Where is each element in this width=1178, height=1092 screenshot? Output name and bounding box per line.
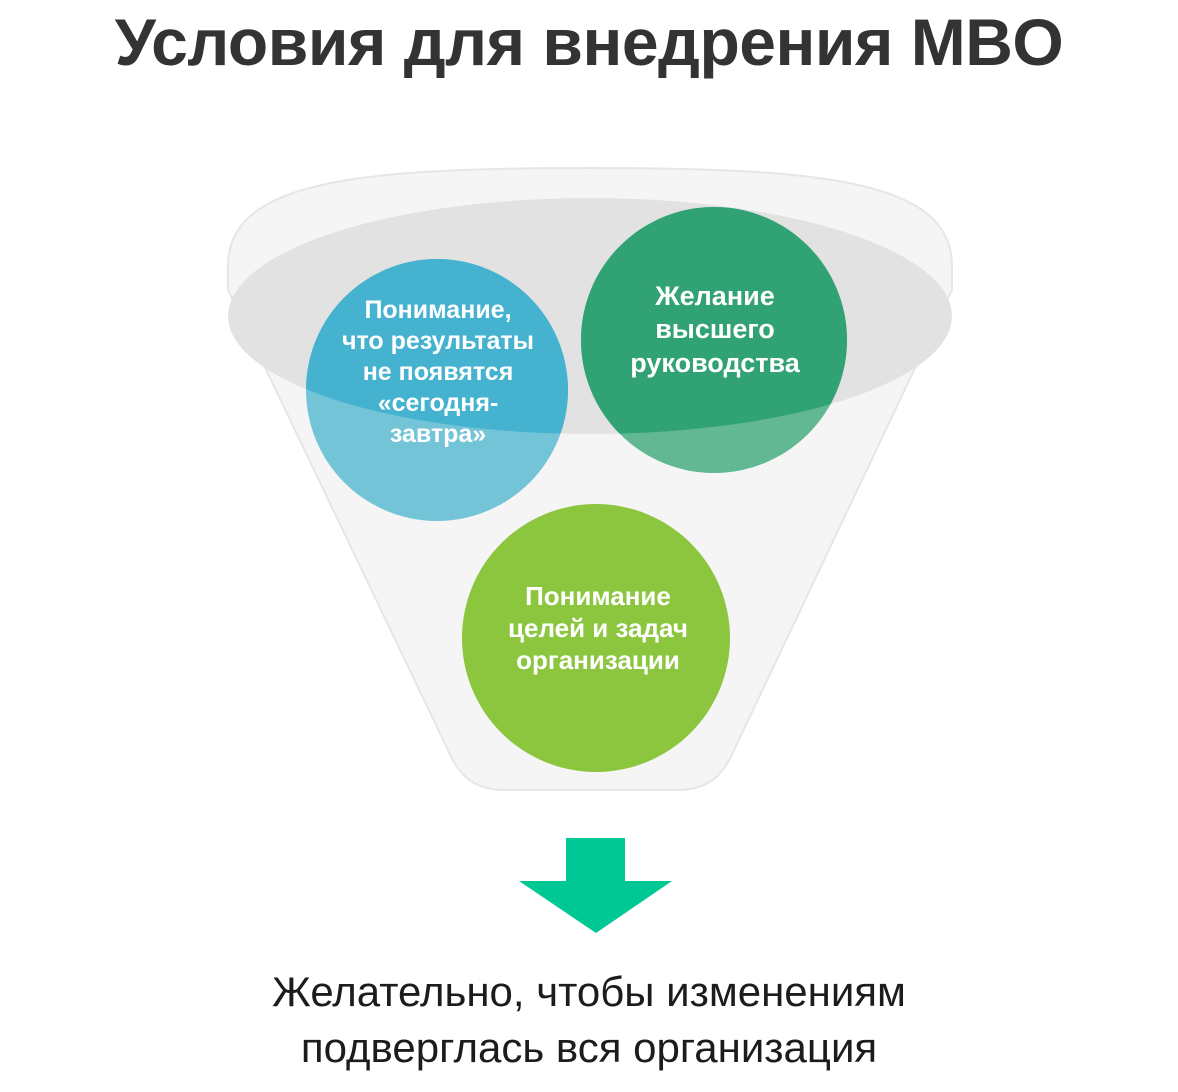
bubble-top-management-desire [581,207,847,473]
bubble-understanding-results [306,259,568,521]
down-arrow-icon [519,838,672,933]
conclusion-caption: Желательно, чтобы изменениям подверглась… [0,964,1178,1077]
caption-line-2: подверглась вся организация [300,1024,878,1072]
page-title: Условия для внедрения MBO [114,5,1064,79]
caption-line-1: Желательно, чтобы изменениям [272,968,906,1015]
bubble-goals-understanding [462,504,730,772]
